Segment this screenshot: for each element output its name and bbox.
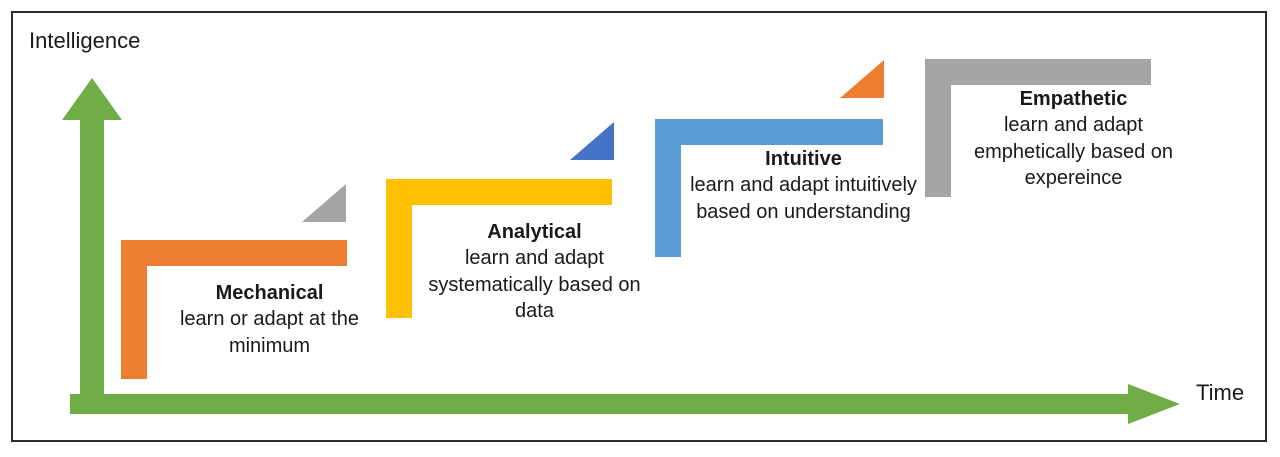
step-mechanical-title: Mechanical <box>215 282 324 304</box>
riser-triangle-gray-icon <box>302 184 346 222</box>
step-analytical-title: Analytical <box>487 221 582 243</box>
step-analytical-description: learn and adapt systematically based on … <box>428 247 641 323</box>
y-axis-label: Intelligence <box>29 28 141 53</box>
step-empathetic-title: Empathetic <box>1019 88 1128 110</box>
step-empathetic-description: learn and adapt emphetically based on ex… <box>973 114 1173 190</box>
step-mechanical-caption: Mechanical learn or adapt at the minimum <box>147 280 392 359</box>
step-mechanical-arm <box>121 240 347 266</box>
step-empathetic-arm <box>925 59 1151 85</box>
step-analytical-arm <box>386 179 612 205</box>
step-empathetic-caption: Empathetic learn and adapt emphetically … <box>951 86 1196 192</box>
x-axis-arrow <box>70 384 1180 424</box>
x-axis-label: Time <box>1196 380 1245 405</box>
riser-triangle-orange-icon <box>840 60 884 98</box>
step-mechanical-description: learn or adapt at the minimum <box>179 308 359 357</box>
step-intuitive-description: learn and adapt intuitively based on und… <box>690 174 917 223</box>
riser-triangle-blue-icon <box>570 122 614 160</box>
y-axis-arrow <box>62 78 122 398</box>
step-intuitive-leg <box>655 119 681 257</box>
step-analytical-caption: Analytical learn and adapt systematicall… <box>412 219 657 325</box>
step-empathetic-leg <box>925 59 951 197</box>
step-intuitive-caption: Intuitive learn and adapt intuitively ba… <box>681 146 926 225</box>
step-analytical-leg <box>386 179 412 318</box>
step-mechanical-leg <box>121 240 147 379</box>
step-intuitive-arm <box>655 119 883 145</box>
step-intuitive-title: Intuitive <box>765 148 842 170</box>
